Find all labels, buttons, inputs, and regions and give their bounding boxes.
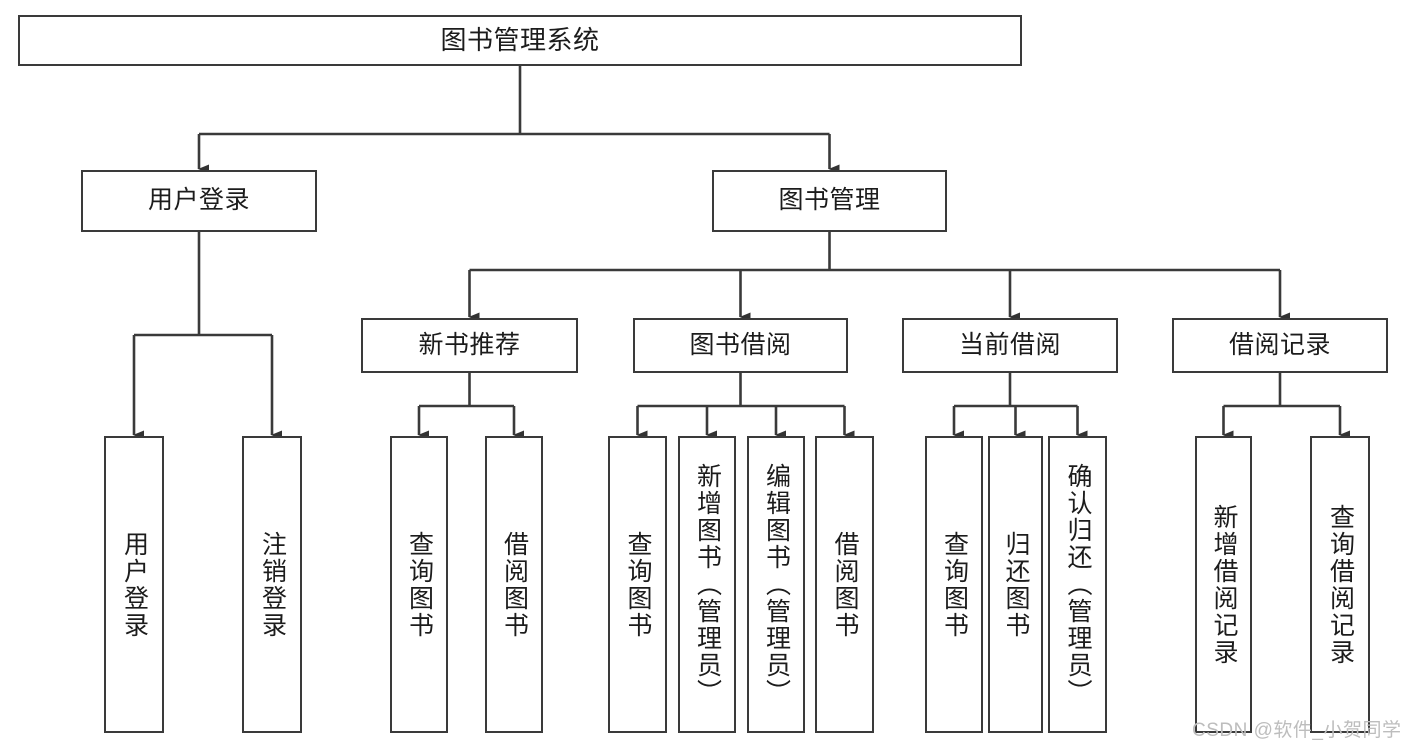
node-label: 借阅图书 <box>500 530 529 639</box>
node-label: 注销登录 <box>258 530 287 639</box>
node-label: 新增借阅记录 <box>1210 503 1238 666</box>
node-label: 借阅记录 <box>1228 330 1331 359</box>
node-leaf-7[interactable]: 编辑图书（管理员） <box>747 436 805 733</box>
node-leaf-9[interactable]: 查询图书 <box>925 436 983 733</box>
node-label: 查询图书 <box>940 530 969 639</box>
node-leaf-11[interactable]: 确认归还（管理员） <box>1048 436 1107 733</box>
node-leaf-12[interactable]: 新增借阅记录 <box>1195 436 1252 733</box>
edge-group <box>132 66 1350 440</box>
node-leaf-13[interactable]: 查询借阅记录 <box>1310 436 1370 733</box>
node-label: 新增图书（管理员） <box>693 463 722 706</box>
node-label: 图书管理 <box>778 186 881 215</box>
node-bookmgmt[interactable]: 图书管理 <box>712 170 947 232</box>
node-label: 借阅图书 <box>831 530 859 639</box>
node-newbook[interactable]: 新书推荐 <box>361 318 578 373</box>
node-root[interactable]: 图书管理系统 <box>18 15 1022 66</box>
node-borrow[interactable]: 图书借阅 <box>633 318 848 373</box>
node-label: 图书借阅 <box>689 330 792 359</box>
node-label: 用户登录 <box>120 530 149 639</box>
node-leaf-6[interactable]: 新增图书（管理员） <box>678 436 736 733</box>
node-records[interactable]: 借阅记录 <box>1172 318 1388 373</box>
node-leaf-8[interactable]: 借阅图书 <box>815 436 874 733</box>
node-label: 编辑图书（管理员） <box>762 463 791 706</box>
node-leaf-4[interactable]: 借阅图书 <box>485 436 543 733</box>
node-label: 用户登录 <box>147 186 250 215</box>
node-label: 当前借阅 <box>958 330 1061 359</box>
node-leaf-5[interactable]: 查询图书 <box>608 436 667 733</box>
node-label: 图书管理系统 <box>440 25 600 56</box>
node-label: 确认归还（管理员） <box>1064 463 1092 706</box>
node-leaf-10[interactable]: 归还图书 <box>988 436 1043 733</box>
node-leaf-2[interactable]: 注销登录 <box>242 436 302 733</box>
node-leaf-3[interactable]: 查询图书 <box>390 436 448 733</box>
node-label: 查询图书 <box>624 530 652 639</box>
node-current[interactable]: 当前借阅 <box>902 318 1118 373</box>
node-label: 查询图书 <box>405 530 434 639</box>
node-login[interactable]: 用户登录 <box>81 170 317 232</box>
node-label: 新书推荐 <box>418 330 521 359</box>
watermark-label: CSDN @软件_小贺同学 <box>1192 720 1402 741</box>
node-label: 查询借阅记录 <box>1326 503 1355 666</box>
node-label: 归还图书 <box>1002 530 1030 639</box>
node-leaf-1[interactable]: 用户登录 <box>104 436 164 733</box>
